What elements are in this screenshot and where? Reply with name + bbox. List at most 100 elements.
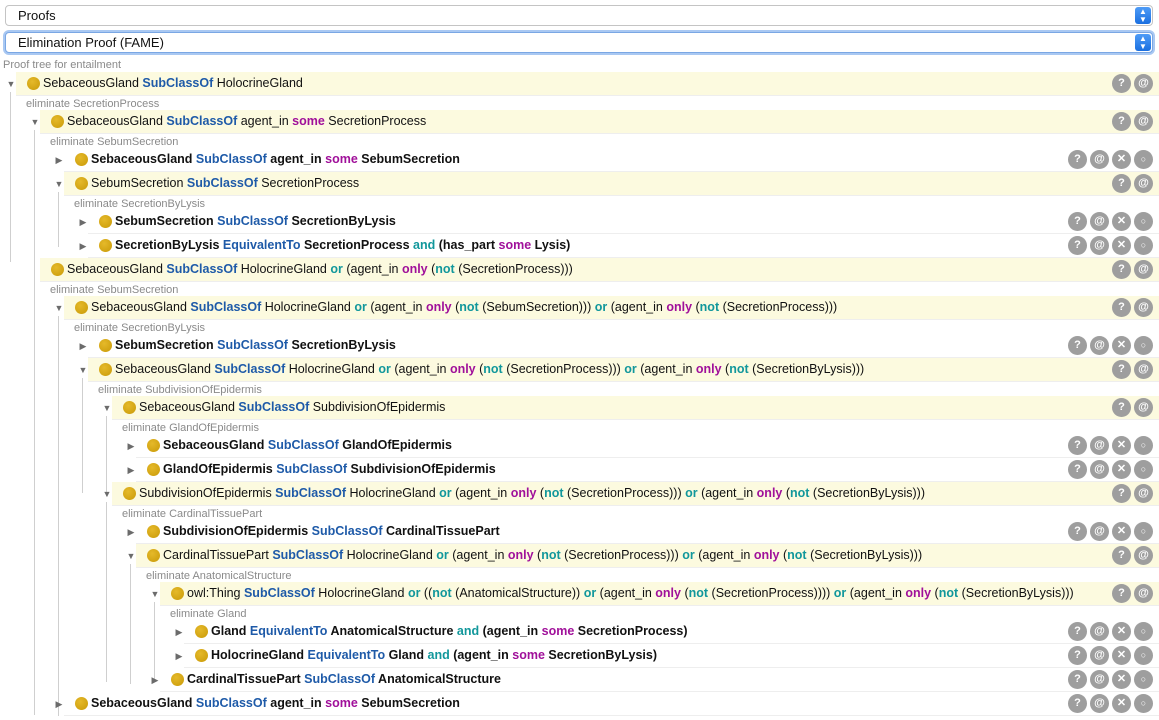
annotate-button[interactable]: @ — [1134, 74, 1153, 93]
annotate-button[interactable]: @ — [1090, 236, 1109, 255]
help-button[interactable]: ? — [1112, 584, 1131, 603]
help-button[interactable]: ? — [1068, 150, 1087, 169]
chevron-updown-icon[interactable]: ▲▼ — [1135, 7, 1151, 24]
delete-button[interactable]: ✕ — [1112, 622, 1131, 641]
details-button[interactable]: ○ — [1134, 694, 1153, 713]
annotate-button[interactable]: @ — [1134, 398, 1153, 417]
details-button[interactable]: ○ — [1134, 436, 1153, 455]
help-button[interactable]: ? — [1068, 212, 1087, 231]
annotate-button[interactable]: @ — [1090, 336, 1109, 355]
annotate-button[interactable]: @ — [1090, 622, 1109, 641]
collapsed-triangle-icon[interactable]: ▶ — [127, 441, 135, 451]
help-button[interactable]: ? — [1112, 298, 1131, 317]
collapsed-triangle-icon[interactable]: ▶ — [79, 241, 87, 251]
help-button[interactable]: ? — [1068, 694, 1087, 713]
collapsed-triangle-icon[interactable]: ▶ — [127, 527, 135, 537]
delete-button[interactable]: ✕ — [1112, 670, 1131, 689]
proof-tree-row[interactable] — [40, 110, 1159, 133]
expanded-triangle-icon[interactable]: ▼ — [126, 551, 136, 561]
help-button[interactable]: ? — [1068, 670, 1087, 689]
proof-tree-row[interactable] — [160, 582, 1159, 605]
expanded-triangle-icon[interactable]: ▼ — [54, 179, 64, 189]
delete-button[interactable]: ✕ — [1112, 212, 1131, 231]
help-button[interactable]: ? — [1112, 74, 1131, 93]
proof-tree-row[interactable] — [136, 544, 1159, 567]
proof-method-select[interactable]: Elimination Proof (FAME) ▲▼ — [5, 32, 1153, 53]
details-button[interactable]: ○ — [1134, 336, 1153, 355]
delete-button[interactable]: ✕ — [1112, 150, 1131, 169]
delete-button[interactable]: ✕ — [1112, 694, 1131, 713]
help-button[interactable]: ? — [1112, 260, 1131, 279]
proofs-select[interactable]: Proofs ▲▼ — [5, 5, 1153, 26]
axiom-token: (agent_in — [449, 648, 509, 662]
proof-tree-row[interactable] — [88, 358, 1159, 381]
collapsed-triangle-icon[interactable]: ▶ — [55, 155, 63, 165]
proof-tree-row[interactable] — [40, 258, 1159, 281]
collapsed-triangle-icon[interactable]: ▶ — [127, 465, 135, 475]
annotate-button[interactable]: @ — [1134, 112, 1153, 131]
details-button[interactable]: ○ — [1134, 522, 1153, 541]
expanded-triangle-icon[interactable]: ▼ — [150, 589, 160, 599]
annotate-button[interactable]: @ — [1134, 260, 1153, 279]
proof-tree-row[interactable] — [112, 396, 1159, 419]
details-button[interactable]: ○ — [1134, 212, 1153, 231]
expanded-triangle-icon[interactable]: ▼ — [30, 117, 40, 127]
collapsed-triangle-icon[interactable]: ▶ — [79, 217, 87, 227]
help-button[interactable]: ? — [1068, 622, 1087, 641]
details-button[interactable]: ○ — [1134, 236, 1153, 255]
annotate-button[interactable]: @ — [1090, 694, 1109, 713]
delete-button[interactable]: ✕ — [1112, 236, 1131, 255]
details-button[interactable]: ○ — [1134, 670, 1153, 689]
proof-tree-row[interactable] — [112, 482, 1159, 505]
collapsed-triangle-icon[interactable]: ▶ — [55, 699, 63, 709]
axiom-token: SecretionByLysis — [115, 238, 220, 252]
annotate-button[interactable]: @ — [1134, 584, 1153, 603]
annotate-button[interactable]: @ — [1090, 522, 1109, 541]
collapsed-triangle-icon[interactable]: ▶ — [175, 627, 183, 637]
help-button[interactable]: ? — [1068, 236, 1087, 255]
annotate-button[interactable]: @ — [1090, 436, 1109, 455]
collapsed-triangle-icon[interactable]: ▶ — [79, 341, 87, 351]
collapsed-triangle-icon[interactable]: ▶ — [151, 675, 159, 685]
expanded-triangle-icon[interactable]: ▼ — [78, 365, 88, 375]
expanded-triangle-icon[interactable]: ▼ — [102, 489, 112, 499]
expanded-triangle-icon[interactable]: ▼ — [54, 303, 64, 313]
annotate-button[interactable]: @ — [1090, 212, 1109, 231]
expanded-triangle-icon[interactable]: ▼ — [102, 403, 112, 413]
proof-tree-row[interactable] — [64, 296, 1159, 319]
proof-tree-row[interactable] — [64, 172, 1159, 195]
collapsed-triangle-icon[interactable]: ▶ — [175, 651, 183, 661]
annotate-button[interactable]: @ — [1090, 150, 1109, 169]
help-button[interactable]: ? — [1068, 522, 1087, 541]
annotate-button[interactable]: @ — [1134, 360, 1153, 379]
annotate-button[interactable]: @ — [1090, 460, 1109, 479]
details-button[interactable]: ○ — [1134, 646, 1153, 665]
details-button[interactable]: ○ — [1134, 460, 1153, 479]
help-button[interactable]: ? — [1112, 546, 1131, 565]
delete-button[interactable]: ✕ — [1112, 336, 1131, 355]
help-button[interactable]: ? — [1112, 484, 1131, 503]
help-button[interactable]: ? — [1068, 646, 1087, 665]
help-button[interactable]: ? — [1112, 112, 1131, 131]
annotate-button[interactable]: @ — [1134, 174, 1153, 193]
help-button[interactable]: ? — [1068, 436, 1087, 455]
delete-button[interactable]: ✕ — [1112, 646, 1131, 665]
details-button[interactable]: ○ — [1134, 622, 1153, 641]
chevron-updown-icon[interactable]: ▲▼ — [1135, 34, 1151, 51]
help-button[interactable]: ? — [1112, 360, 1131, 379]
expanded-triangle-icon[interactable]: ▼ — [6, 79, 16, 89]
details-button[interactable]: ○ — [1134, 150, 1153, 169]
annotate-button[interactable]: @ — [1134, 298, 1153, 317]
help-button[interactable]: ? — [1112, 174, 1131, 193]
annotate-button[interactable]: @ — [1134, 484, 1153, 503]
annotate-button[interactable]: @ — [1134, 546, 1153, 565]
delete-button[interactable]: ✕ — [1112, 460, 1131, 479]
proof-tree-row[interactable] — [16, 72, 1159, 95]
help-button[interactable]: ? — [1068, 460, 1087, 479]
help-button[interactable]: ? — [1112, 398, 1131, 417]
annotate-button[interactable]: @ — [1090, 646, 1109, 665]
annotate-button[interactable]: @ — [1090, 670, 1109, 689]
help-button[interactable]: ? — [1068, 336, 1087, 355]
delete-button[interactable]: ✕ — [1112, 436, 1131, 455]
delete-button[interactable]: ✕ — [1112, 522, 1131, 541]
